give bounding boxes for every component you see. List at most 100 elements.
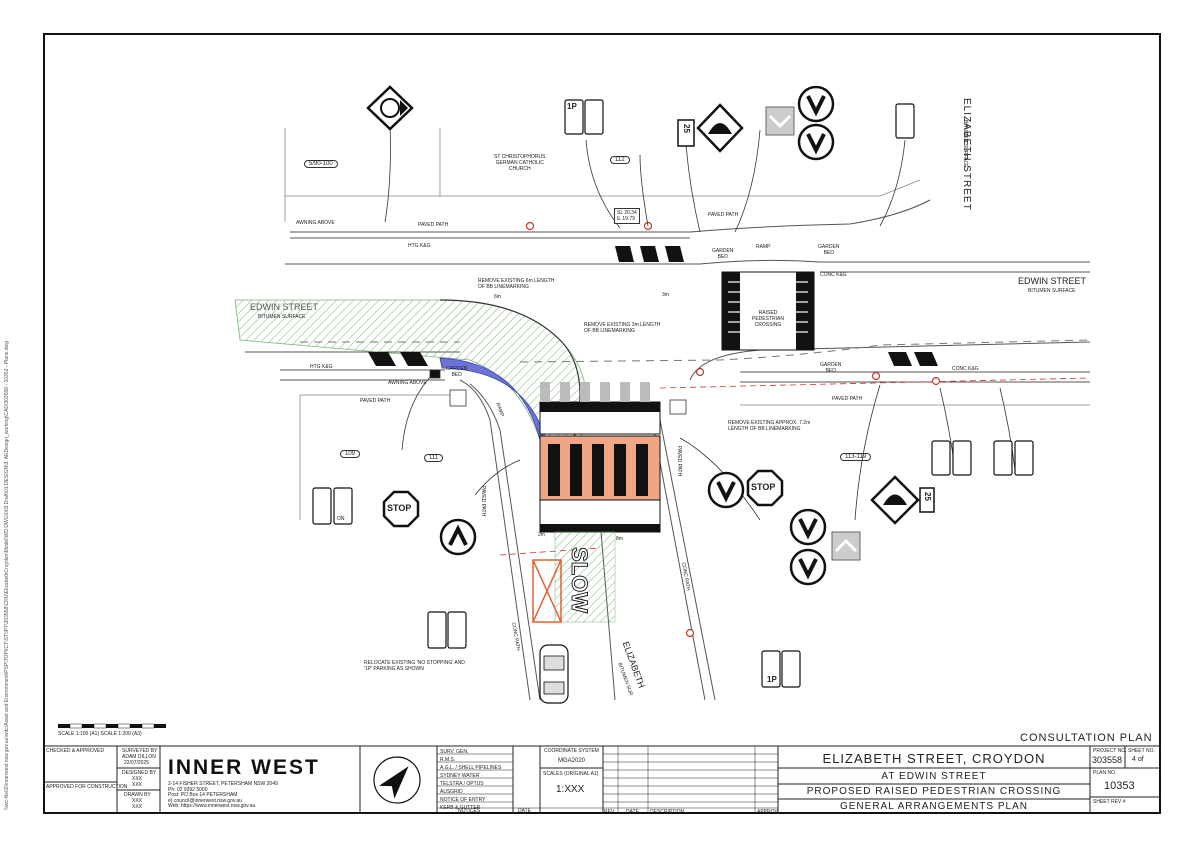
surveyed-by-label: SURVEYED BY	[122, 748, 158, 754]
keep-left-sign-icon-lower	[789, 508, 827, 586]
lot-number: 112	[610, 156, 630, 164]
drawing-title-line-4: GENERAL ARRANGEMENTS PLAN	[839, 801, 1028, 812]
parking-sign-icon-right-1	[931, 440, 972, 476]
label-awning-above: AWNING ABOVE	[388, 380, 427, 386]
speed-sign-icon-top	[677, 119, 695, 147]
surface-label-elizabeth-top: BITUMEN SURFACE	[962, 120, 968, 168]
keep-left-sign-icon-mid	[707, 471, 745, 509]
keep-left-sign-icon-mid-left	[439, 518, 477, 556]
slow-marking: SLOW	[567, 547, 592, 613]
drawing-title-line-1: ELIZABETH STREET, CROYDON	[822, 751, 1046, 766]
approv-header: APPROV.	[757, 809, 779, 815]
project-no-value: 303558	[1092, 755, 1123, 765]
coordinate-system-value: MGA2020	[558, 758, 586, 764]
parking-sign-text: 1P	[567, 102, 577, 111]
label-paved-path-vertical: PAVED PATH	[676, 446, 682, 477]
sheet-no-value: 4 of	[1132, 756, 1144, 763]
removed-parking-bay	[532, 559, 562, 623]
drawing-title-line-2: AT EDWIN STREET	[881, 771, 987, 782]
plan-no-value: 10353	[1104, 780, 1135, 792]
street-name-edwin-right: EDWIN STREET	[1018, 276, 1087, 286]
project-no-label: PROJECT NO.	[1093, 748, 1127, 754]
parking-sign-icon-bottom-left	[427, 611, 467, 649]
give-way-sign-icon-lower	[831, 531, 861, 561]
rev-header: REV.	[604, 809, 616, 815]
no-stopping-sign-icon-top-right	[895, 103, 915, 139]
label-raised-crossing: RAISED PEDESTRIAN CROSSING	[752, 310, 784, 328]
label-paved-path: PAVED PATH	[360, 398, 391, 404]
sheet-rev-label: SHEET REV #	[1093, 799, 1126, 805]
scale-bar-label: SCALE 1:100 (A1) SCALE 1:200 (A3)	[58, 731, 142, 737]
dimension-label: 8m	[616, 536, 623, 542]
kerb-bar-markings	[368, 246, 938, 366]
designer-value: XXX	[132, 776, 143, 782]
parking-sign-text: ON	[337, 516, 345, 522]
designed-by-label: DESIGNED BY	[122, 770, 157, 776]
org-address: 2-14 FISHER STREET, PETERSHAM NSW 2049 P…	[168, 781, 278, 809]
car-icon	[539, 644, 569, 704]
label-ramp: RAMP	[756, 244, 771, 250]
speed-sign-text: 25	[923, 492, 932, 501]
warning-sign-icon-top-left	[366, 85, 414, 131]
property-boundaries	[284, 128, 1090, 520]
surface-label-edwin-right: BITUMEN SURFACE	[1028, 288, 1076, 294]
coordinate-system-label: COORDINATE SYSTEM	[544, 748, 599, 754]
drawer-value: XXX	[132, 804, 143, 810]
designer-value: XXX	[132, 782, 143, 788]
label-paved-path-vertical: PAVED PATH	[480, 486, 486, 517]
scale-bar	[58, 723, 166, 729]
north-arrow-icon	[373, 756, 421, 804]
label-paved-path: PAVED PATH	[418, 222, 449, 228]
dimension-label: 2m	[538, 532, 545, 538]
drawing-title-line-3: PROPOSED RAISED PEDESTRIAN CROSSING	[806, 786, 1062, 797]
parking-sign-icon-bottom-right	[761, 650, 801, 688]
notices-header: NOTICES	[458, 808, 481, 814]
lot-number: 113-119	[840, 453, 872, 461]
church-label: ST CHRISTOPHORUS GERMAN CATHOLIC CHURCH	[494, 154, 546, 172]
label-conc-kg: CONC K&G	[820, 272, 847, 278]
label-htg-kg: HTG K&G	[408, 243, 431, 249]
description-header: DESCRIPTION	[650, 809, 685, 815]
parking-sign-icon-top	[564, 99, 604, 135]
raised-pedestrian-crossing-main	[539, 382, 661, 533]
stop-sign-icon-left	[382, 490, 420, 528]
surface-label-edwin-left: BITUMEN SURFACE	[258, 314, 306, 320]
survey-date: 22/07/2025	[124, 760, 150, 766]
label-conc-kg: CONC K&G	[952, 366, 979, 372]
label-paved-path: PAVED PATH	[832, 396, 863, 402]
drawn-by-label: DRAWN BY	[124, 792, 151, 798]
dimension-label: 6m	[494, 294, 501, 300]
dimension-label: 3m	[662, 292, 669, 298]
stop-sign-text: STOP	[751, 482, 776, 492]
note-relocate-signs: RELOCATE EXISTING 'NO STOPPING' AND'1P' …	[364, 660, 465, 672]
consultation-plan-label: CONSULTATION PLAN	[1020, 732, 1153, 744]
hump-warning-sign-icon-top	[696, 103, 744, 153]
label-levels: SL 20.34 IL 19.79	[614, 208, 640, 224]
lot-number: 111	[424, 454, 444, 462]
scales-label: SCALES (ORIGINAL A1)	[543, 771, 599, 777]
rev-date-header: DATE	[626, 809, 639, 815]
plan-no-label: PLAN NO.	[1093, 770, 1117, 776]
raised-crossing-north	[721, 271, 815, 351]
parking-sign-icon-right-2	[993, 440, 1034, 476]
label-htg-kg: HTG K&G	[310, 364, 333, 370]
drawer-value: XXX	[132, 798, 143, 804]
speed-sign-text: 25	[682, 124, 691, 133]
inner-west-logo: INNER WEST	[168, 756, 320, 779]
parking-sign-icon-left	[312, 487, 353, 525]
sheet-no-label: SHEET NO.	[1128, 748, 1155, 754]
lot-number: 109	[340, 450, 361, 458]
give-way-sign-icon-top	[765, 106, 795, 136]
label-paved-path: PAVED PATH	[708, 212, 739, 218]
parking-sign-text: 1P	[767, 675, 777, 684]
checked-approved-label: CHECKED & APPROVED	[46, 748, 105, 754]
street-name-edwin-left: EDWIN STREET	[250, 302, 319, 312]
lot-number: 5/90-100	[304, 160, 338, 168]
stop-sign-text: STOP	[387, 503, 412, 513]
